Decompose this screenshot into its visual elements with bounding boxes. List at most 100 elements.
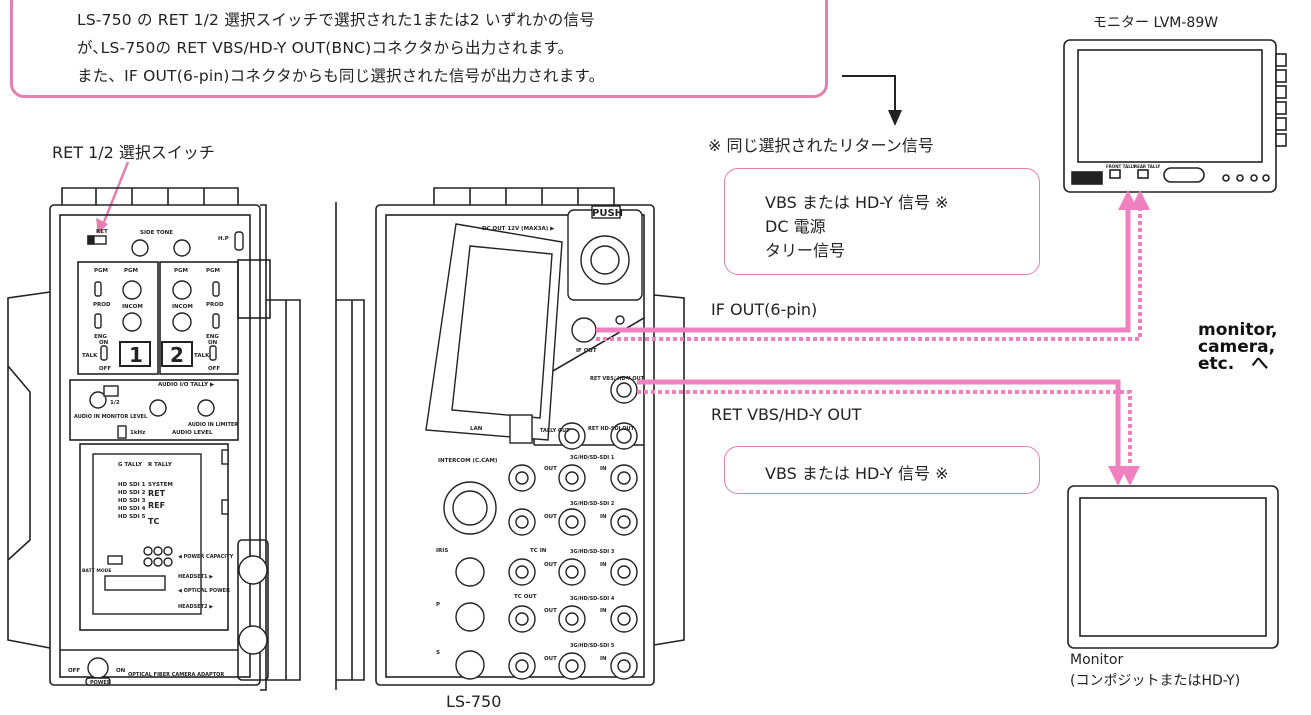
ret-vbs-panel-label: RET VBS/ HD-Y OUT xyxy=(590,376,645,382)
sdi1-label: 3G/HD/SD-SDI 1 xyxy=(570,455,615,461)
g-tally-label: G TALLY xyxy=(118,462,143,468)
ref-indicator: REF xyxy=(148,501,165,510)
sdi5-in-label: IN xyxy=(600,656,607,662)
signal-box-bottom: VBS または HD-Y 信号 ※ xyxy=(724,446,1040,494)
monitor-bottom-device xyxy=(1067,485,1279,649)
tally-out-label: TALLY OUT xyxy=(540,428,570,434)
side-tone-label: SIDE TONE xyxy=(140,230,173,236)
optical-power-label: ◀ OPTICAL POWER xyxy=(178,588,230,594)
right-panel-text: DC OUT 12V (MAX3A) ▶ PUSH LAN IF OUT RET… xyxy=(436,208,645,662)
talk-off-1: OFF xyxy=(99,366,111,372)
power-on-label: ON xyxy=(116,668,126,674)
if-out-dashed-arrow xyxy=(1130,190,1150,210)
talk-on-2: ON xyxy=(208,340,218,346)
s-label: S xyxy=(436,650,440,656)
sdi2-out-label: OUT xyxy=(544,514,557,520)
explanation-callout: LS-750 の RET 1/2 選択スイッチで選択された1または2 いずれかの… xyxy=(10,0,828,98)
tc-indicator: TC xyxy=(148,517,159,526)
if-out-panel-label: IF OUT xyxy=(576,348,597,354)
sdi2-in-label: IN xyxy=(600,514,607,520)
audio-monitor-label: AUDIO IN MONITOR LEVEL xyxy=(74,414,148,420)
hdsdi3-label: HD SDI 3 xyxy=(118,498,146,504)
sdi3-out-label: OUT xyxy=(544,562,557,568)
sdi1-in-label: IN xyxy=(600,466,607,472)
monitor-top-device xyxy=(1063,39,1287,193)
if-out-label: IF OUT(6-pin) xyxy=(711,300,818,319)
signal-box-top: VBS または HD-Y 信号 ※ DC 電源 タリー信号 xyxy=(724,168,1040,275)
hdsdi5-label: HD SDI 5 xyxy=(118,514,146,520)
ret-switch-pointer xyxy=(96,161,130,234)
sdi4-label: 3G/HD/SD-SDI 4 xyxy=(570,596,615,602)
audio-io-tally-label: AUDIO I/O TALLY ▶ xyxy=(158,382,215,388)
ret-vbs-cable xyxy=(637,379,1121,474)
sdi4-in-label: IN xyxy=(600,608,607,614)
sdi5-label: 3G/HD/SD-SDI 5 xyxy=(570,643,615,649)
pgm-label-4: PGM xyxy=(206,268,220,274)
sdi5-out-label: OUT xyxy=(544,656,557,662)
ret-switch-label: RET xyxy=(96,229,108,235)
pgm-label-3: PGM xyxy=(174,268,188,274)
tc-in-label: TC IN xyxy=(530,548,547,554)
system-label: SYSTEM xyxy=(148,482,173,488)
pgm-label-1: PGM xyxy=(94,268,108,274)
eng-label-2: ENG xyxy=(206,334,219,340)
channel-1-label: 1 xyxy=(129,343,143,367)
talk-off-2: OFF xyxy=(208,366,220,372)
prod-label-2: PROD xyxy=(206,302,224,308)
destination-label-1: monitor, xyxy=(1198,320,1278,340)
hdsdi2-label: HD SDI 2 xyxy=(118,490,146,496)
device-name-label: LS-750 xyxy=(446,692,502,711)
hdsdi4-label: HD SDI 4 xyxy=(118,506,146,512)
power-label: POWER xyxy=(90,680,111,686)
ret-indicator: RET xyxy=(148,489,166,498)
incom-label-2: INCOM xyxy=(172,304,193,310)
iris-label: IRIS xyxy=(436,548,448,554)
lan-label: LAN xyxy=(470,426,483,432)
right-panel-components xyxy=(425,205,643,680)
signal-box-top-line-2: DC 電源 xyxy=(765,217,826,236)
monitor-bottom-label-2: (コンポジットまたはHD-Y) xyxy=(1070,673,1241,689)
signal-box-bottom-line-1: VBS または HD-Y 信号 ※ xyxy=(765,464,949,483)
monitor-bottom-label-1: Monitor xyxy=(1070,652,1124,668)
ls750-left-panel xyxy=(7,187,301,691)
signal-box-top-line-3: タリー信号 xyxy=(765,241,846,260)
ret-switch-label-text: RET 1/2 選択スイッチ xyxy=(52,143,215,162)
dc-out-label: DC OUT 12V (MAX3A) ▶ xyxy=(482,226,555,232)
one-two-label: 1/2 xyxy=(110,400,120,406)
khz-label: 1kHz xyxy=(130,430,145,436)
front-tally-label: FRONT TALLY xyxy=(1106,164,1136,169)
sdi3-in-label: IN xyxy=(600,562,607,568)
callout-pointer xyxy=(842,75,902,126)
headset1-label: HEADSET1 ▶ xyxy=(178,574,213,580)
monitor-top-text: FRONT TALLY REAR TALLY xyxy=(1106,164,1160,169)
channel-2-label: 2 xyxy=(170,343,184,367)
same-signal-label: ※ 同じ選択されたリターン信号 xyxy=(708,136,934,155)
signal-box-top-line-1: VBS または HD-Y 信号 ※ xyxy=(765,193,949,212)
callout-line-2: が､LS-750の RET VBS/HD-Y OUT(BNC)コネクタから出力さ… xyxy=(77,39,574,57)
rear-tally-label: REAR TALLY xyxy=(1134,164,1160,169)
push-label: PUSH xyxy=(592,208,623,219)
monitor-top-label: モニター LVM-89W xyxy=(1093,15,1219,31)
if-out-cable xyxy=(596,200,1131,333)
audio-level-label: AUDIO LEVEL xyxy=(172,430,213,436)
ret-vbs-dashed xyxy=(637,390,1132,474)
talk-on-1: ON xyxy=(99,340,109,346)
callout-line-1: LS-750 の RET 1/2 選択スイッチで選択された1または2 いずれかの… xyxy=(77,11,595,29)
panel-footer-label: OPTICAL FIBER CAMERA ADAPTOR xyxy=(128,672,224,678)
ret-hdsdi-out-label: RET HD-SDI OUT xyxy=(588,426,635,432)
ret-vbs-out-label: RET VBS/HD-Y OUT xyxy=(711,405,862,424)
audio-limiter-label: AUDIO IN LIMITER xyxy=(188,422,238,428)
incom-label-1: INCOM xyxy=(122,304,143,310)
power-off-label: OFF xyxy=(68,668,80,674)
tc-out-label: TC OUT xyxy=(514,594,537,600)
hdsdi1-label: HD SDI 1 xyxy=(118,482,146,488)
p-label: P xyxy=(436,602,440,608)
sdi1-out-label: OUT xyxy=(544,466,557,472)
hp-label: H.P xyxy=(218,236,229,242)
sdi4-out-label: OUT xyxy=(544,608,557,614)
pgm-label-2: PGM xyxy=(124,268,138,274)
talk-label-1: TALK xyxy=(82,353,98,359)
headset2-label: HEADSET2 ▶ xyxy=(178,604,213,610)
sdi3-label: 3G/HD/SD-SDI 3 xyxy=(570,549,615,555)
